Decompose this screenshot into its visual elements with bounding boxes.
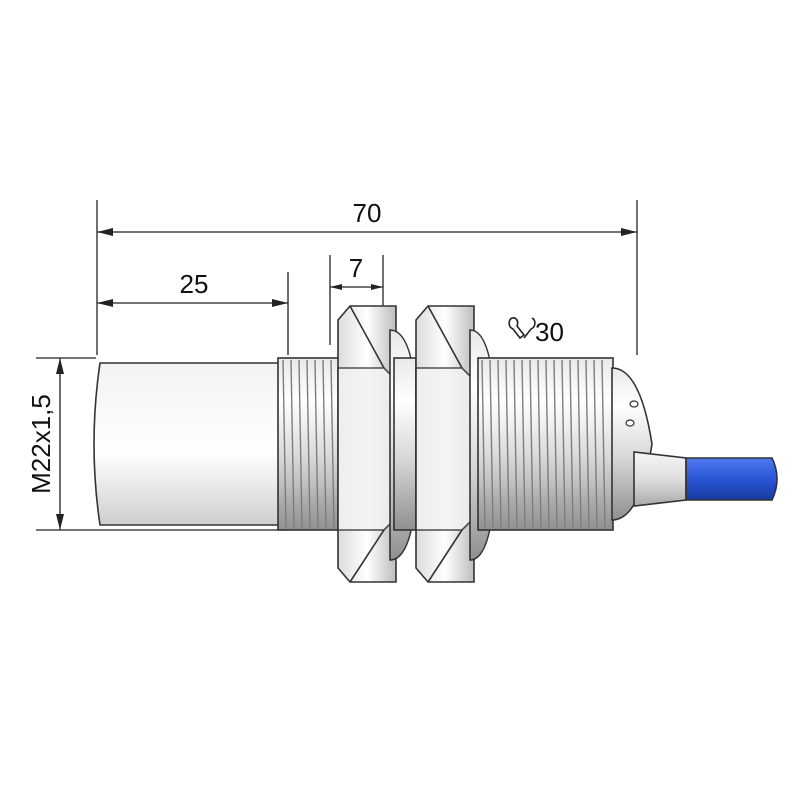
thread-ridge — [593, 359, 598, 529]
thread-ridge — [585, 359, 590, 529]
thread-ridge — [489, 359, 494, 529]
thread-ridge — [561, 359, 566, 529]
thread-ridge — [537, 359, 542, 529]
hex-nut-left — [337, 305, 397, 583]
thread-ridge — [282, 359, 287, 529]
dimension-overall: 70 — [96, 198, 638, 355]
wrench-icon — [508, 317, 536, 340]
thread-ridge — [290, 359, 295, 529]
thread-ridge — [601, 359, 606, 529]
thread-ridge — [505, 359, 510, 529]
led-indicator-top — [629, 400, 639, 408]
thread-ridge — [577, 359, 582, 529]
dimension-face-length: 25 — [97, 269, 289, 355]
cable — [685, 457, 778, 501]
thread-ridge — [521, 359, 526, 529]
thread-ridge — [314, 359, 319, 529]
thread-ridge — [306, 359, 311, 529]
thread-ridge — [569, 359, 574, 529]
thread-ridge — [322, 359, 327, 529]
wrench-size-label: 30 — [535, 317, 564, 347]
led-indicator-bottom — [625, 419, 635, 427]
dimension-nut-width: 7 — [329, 253, 384, 345]
thread-lines-right — [481, 359, 606, 529]
thread-ridge — [298, 359, 303, 529]
dimension-nut-width-label: 7 — [349, 253, 363, 283]
hex-nut-right — [415, 305, 475, 583]
thread-ridge — [330, 359, 335, 529]
thread-lines-left — [282, 359, 335, 529]
wrench-size: 30 — [508, 317, 564, 347]
threaded-barrel-mid — [393, 357, 417, 531]
thread-ridge — [553, 359, 558, 529]
dimension-face-length-label: 25 — [180, 269, 209, 299]
dimension-thread: M22x1,5 — [26, 357, 286, 531]
dimension-thread-label: M22x1,5 — [26, 394, 56, 494]
thread-ridge — [513, 359, 518, 529]
thread-ridge — [545, 359, 550, 529]
dimension-overall-label: 70 — [353, 198, 382, 228]
thread-ridge — [481, 359, 486, 529]
sensing-face-cap — [93, 362, 284, 526]
thread-ridge — [497, 359, 502, 529]
thread-ridge — [529, 359, 534, 529]
cable-gland — [633, 451, 687, 507]
sensor-body — [93, 305, 778, 583]
